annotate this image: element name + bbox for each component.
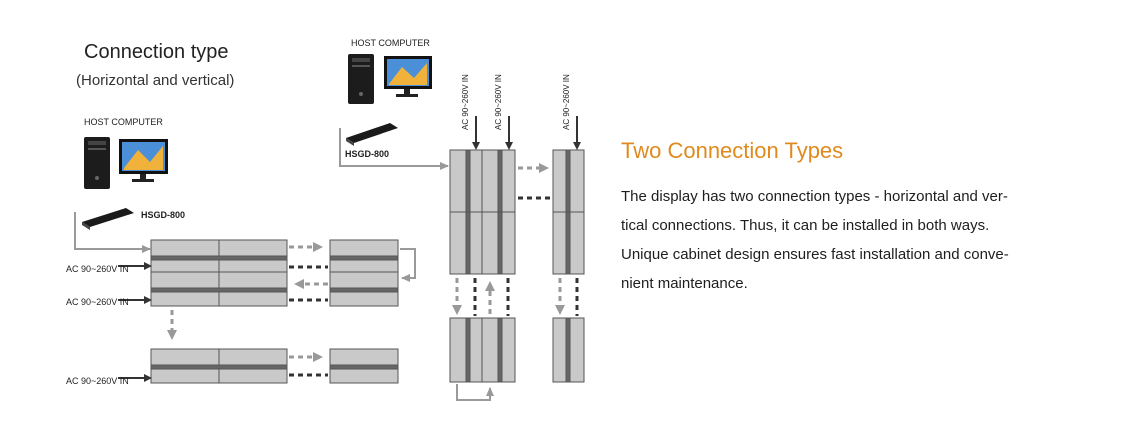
monitor-icon <box>384 56 432 97</box>
description: The display has two connection types - h… <box>621 182 1091 298</box>
hsgd-label: HSGD-800 <box>345 149 390 159</box>
cabinet-row <box>329 239 399 307</box>
diagram-title: Connection type <box>84 41 229 63</box>
ac-power-label: AC 90~260V IN <box>494 74 503 130</box>
hsgd-label: HSGD-800 <box>141 210 186 220</box>
power-arrow <box>118 262 152 382</box>
signal-cable <box>339 128 449 170</box>
ac-power-label: AC 90~260V IN <box>461 74 470 130</box>
dashed-connector <box>452 163 579 316</box>
dashed-connector <box>167 242 328 377</box>
description-line: Unique cabinet design ensures fast insta… <box>621 246 1009 263</box>
cabinet-column <box>552 149 585 383</box>
host-computer-label: HOST COMPUTER <box>84 117 163 127</box>
host-computer-label: HOST COMPUTER <box>351 38 430 48</box>
sender-box-icon <box>346 123 398 146</box>
section-heading: Two Connection Types <box>621 138 844 163</box>
cabinet-column <box>449 149 516 275</box>
description-line: The display has two connection types - h… <box>621 188 1008 205</box>
cabinet-row <box>150 348 399 384</box>
pc-tower-icon <box>348 54 374 104</box>
ac-power-label: AC 90~260V IN <box>66 376 129 386</box>
ac-power-label: AC 90~260V IN <box>562 74 571 130</box>
diagram-subtitle: (Horizontal and vertical) <box>76 72 235 89</box>
description-line: nient maintenance. <box>621 275 748 292</box>
power-arrow <box>472 116 581 150</box>
signal-cable <box>74 212 151 253</box>
cabinet-row <box>150 239 288 307</box>
sender-box-icon <box>82 208 134 230</box>
monitor-icon <box>119 139 168 182</box>
cabinet-column <box>449 317 516 383</box>
ac-power-label: AC 90~260V IN <box>66 264 129 274</box>
description-line: tical connections. Thus, it can be insta… <box>621 217 990 234</box>
signal-cable <box>400 248 416 282</box>
ac-power-label: AC 90~260V IN <box>66 297 129 307</box>
signal-cable <box>456 384 494 401</box>
pc-tower-icon <box>84 137 110 189</box>
